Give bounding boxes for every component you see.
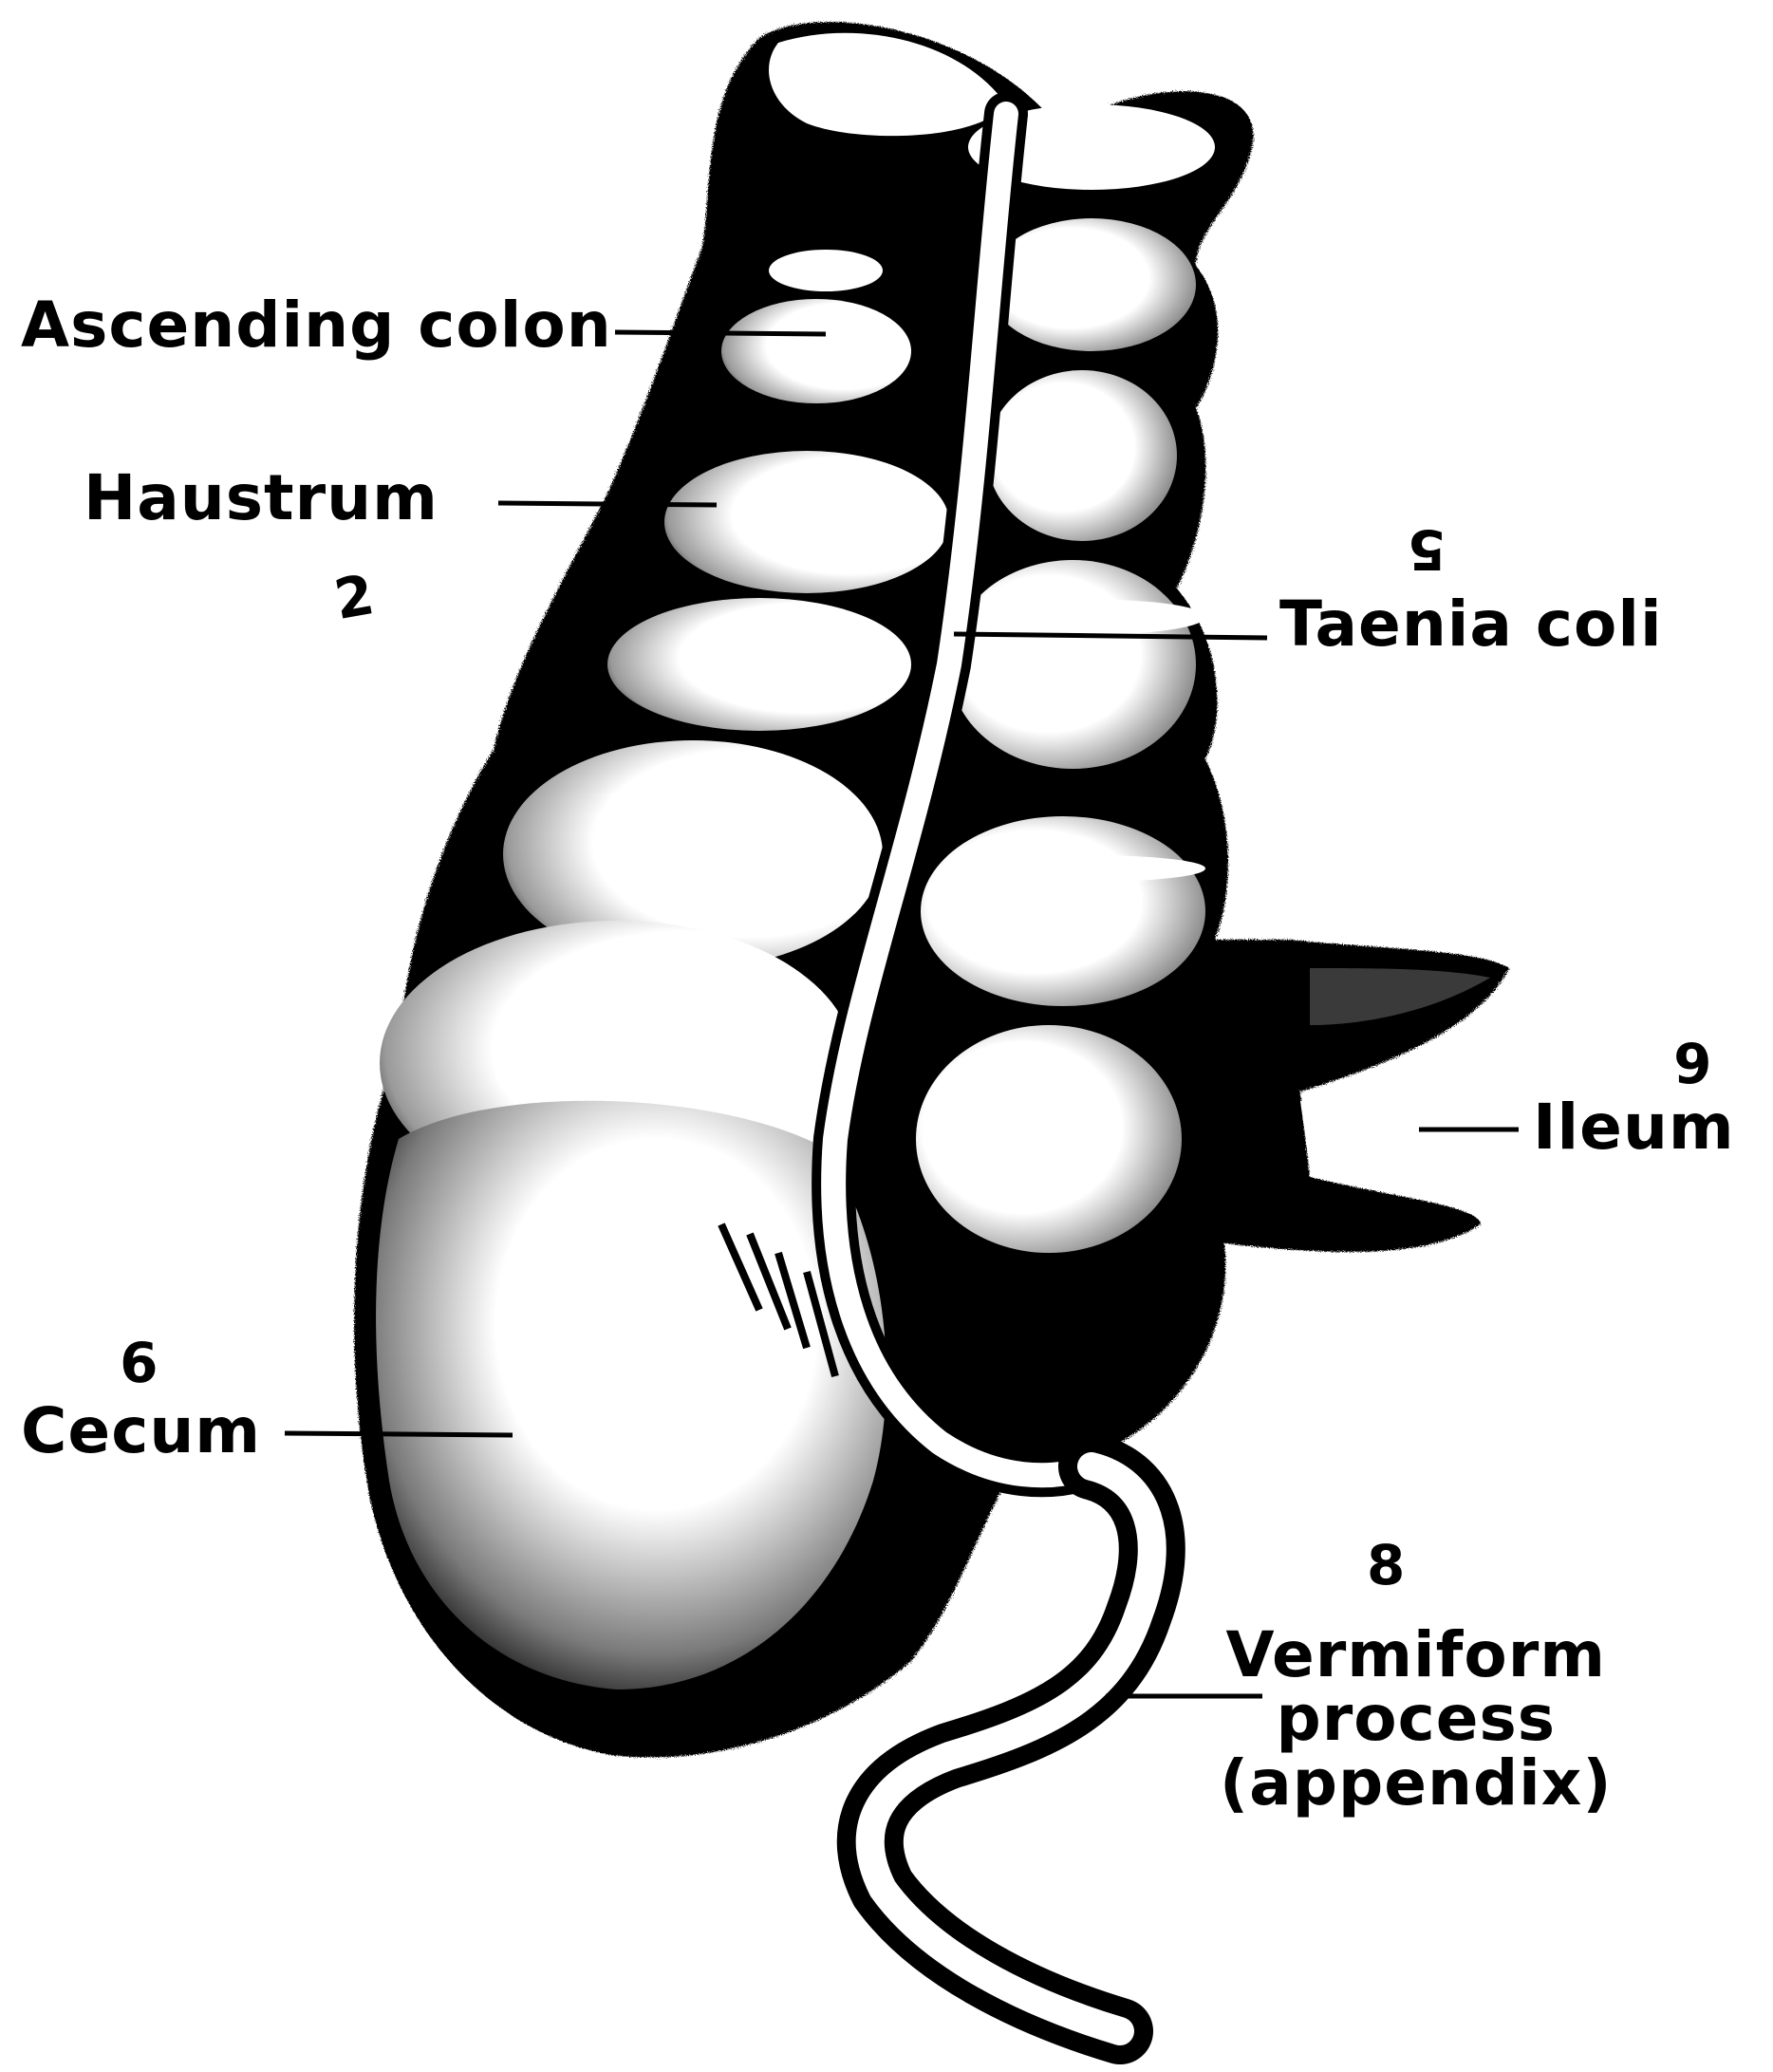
ascending-colon-label: Ascending colon xyxy=(21,294,612,357)
taenia-mark: 5 xyxy=(1407,522,1446,577)
vermiform-line-3: (appendix) xyxy=(1220,1751,1613,1815)
ileum-label: Ileum xyxy=(1533,1096,1735,1159)
leader-cecum xyxy=(285,1433,513,1435)
colon-top xyxy=(769,33,1006,136)
leader-haustrum xyxy=(498,503,717,505)
ileum-mark: 6 xyxy=(1672,1035,1711,1090)
cecum-label: Cecum xyxy=(21,1400,261,1463)
haustrum-label: Haustrum xyxy=(84,467,439,530)
vermiform-process-label: Vermiform process (appendix) xyxy=(1220,1623,1613,1815)
vermiform-line-1: Vermiform xyxy=(1220,1623,1613,1687)
leader-ascending-colon xyxy=(615,332,826,334)
vermiform-line-2: process xyxy=(1220,1687,1613,1750)
cecum-mark: 9 xyxy=(119,1334,158,1389)
taenia-coli-label: Taenia coli xyxy=(1279,593,1663,656)
vermiform-mark: 8 xyxy=(1367,1538,1406,1593)
